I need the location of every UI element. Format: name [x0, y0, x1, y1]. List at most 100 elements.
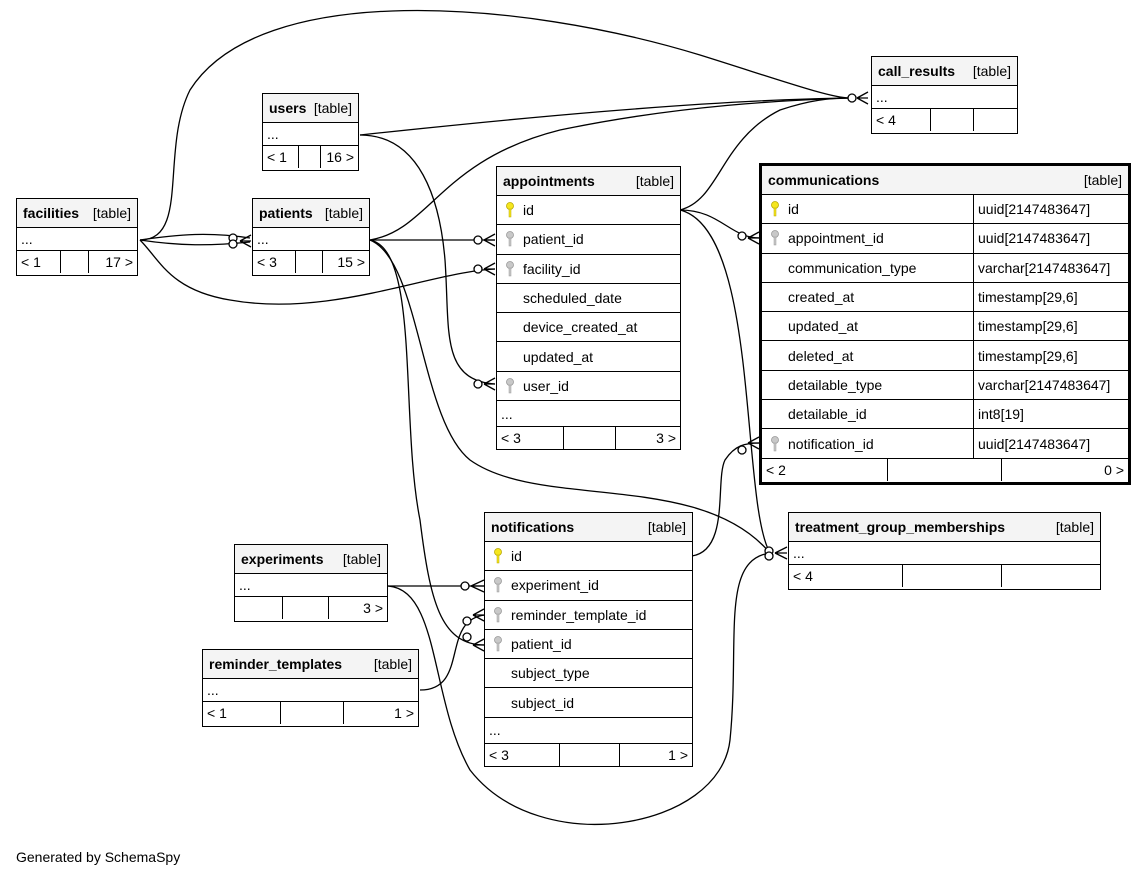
table-type: [table] — [1083, 172, 1122, 188]
column-row: subject_id — [485, 688, 692, 718]
table-footer: < 4 — [872, 109, 1017, 131]
foreign-key-icon — [768, 230, 782, 246]
ellipsis-row: ... — [789, 542, 1100, 565]
column-row: id — [497, 196, 680, 226]
ellipsis-row: ... — [485, 718, 692, 744]
column-row: subject_type — [485, 659, 692, 689]
edge-end-circle — [737, 231, 747, 241]
edge-end-circle — [462, 616, 472, 626]
table-reminder-templates[interactable]: reminder_templates [table] ... < 1 1 > — [202, 649, 419, 727]
crow-foot — [470, 579, 485, 593]
mid-cell — [887, 458, 1001, 481]
generated-by-footer: Generated by SchemaSpy — [16, 849, 181, 865]
table-footer: < 1 1 > — [203, 702, 418, 724]
column-name: reminder_template_id — [511, 606, 647, 623]
ellipsis-row: ... — [253, 228, 369, 251]
edge-reminder-templates-notifications — [419, 614, 486, 691]
primary-key-icon — [491, 548, 505, 564]
table-name: reminder_templates — [209, 656, 343, 672]
mid-cell — [282, 597, 328, 619]
crow-foot — [774, 546, 788, 560]
table-name: experiments — [241, 551, 324, 567]
column-name: patient_id — [523, 231, 584, 248]
column-type: timestamp[29,6] — [973, 341, 1128, 370]
foreign-key-icon — [503, 231, 517, 247]
edge-end-circle — [473, 235, 483, 245]
table-appointments[interactable]: appointments [table] id patient_id facil… — [496, 166, 681, 450]
ellipsis-row: ... — [203, 679, 418, 702]
table-experiments[interactable]: experiments [table] ... 3 > — [234, 544, 388, 622]
children-count: 3 > — [615, 427, 680, 450]
edge-appointments-call-results — [679, 97, 851, 211]
column-row: reminder_template_id — [485, 601, 692, 630]
children-count: 17 > — [88, 251, 137, 273]
column-row: user_id — [497, 372, 680, 402]
parents-count: < 1 — [207, 705, 227, 721]
table-notifications[interactable]: notifications [table] id experiment_id r… — [484, 512, 693, 767]
table-header: users [table] — [263, 94, 358, 123]
edge-end-circle — [460, 581, 470, 591]
table-name: facilities — [23, 205, 80, 221]
mid-cell — [930, 109, 973, 131]
table-call-results[interactable]: call_results [table] ... < 4 — [871, 56, 1018, 134]
column-row: detailable_id int8[19] — [762, 400, 1128, 430]
edge-facilities-appointments — [139, 239, 496, 305]
table-header: experiments [table] — [235, 545, 387, 574]
column-row: updated_at timestamp[29,6] — [762, 312, 1128, 342]
parents-count: < 4 — [876, 112, 896, 128]
table-type: [table] — [972, 63, 1011, 79]
table-patients[interactable]: patients [table] ... < 3 15 > — [252, 198, 370, 276]
table-users[interactable]: users [table] ... < 1 16 > — [262, 93, 359, 171]
edge-end-circle — [462, 632, 472, 642]
column-row: communication_type varchar[2147483647] — [762, 253, 1128, 283]
table-type: [table] — [1055, 519, 1094, 535]
parents-count: < 3 — [257, 254, 277, 270]
edge-patients-tgm — [369, 239, 771, 554]
mid-cell — [563, 427, 615, 450]
table-type: [table] — [313, 100, 352, 116]
mid-cell — [902, 565, 1001, 587]
foreign-key-icon — [768, 435, 782, 452]
ellipsis-row: ... — [497, 401, 680, 428]
table-facilities[interactable]: facilities [table] ... < 1 17 > — [16, 198, 138, 276]
table-name: appointments — [503, 173, 595, 189]
crow-foot — [239, 234, 252, 248]
foreign-key-icon — [503, 260, 517, 277]
table-footer: < 3 1 > — [485, 743, 692, 766]
column-row: device_created_at — [497, 313, 680, 343]
children-count — [973, 109, 1017, 131]
column-row: notification_id uuid[2147483647] — [762, 429, 1128, 459]
column-name: deleted_at — [788, 347, 854, 364]
column-type: varchar[2147483647] — [973, 370, 1128, 400]
column-name: detailable_id — [788, 406, 867, 423]
primary-key-icon — [768, 201, 782, 217]
column-type: varchar[2147483647] — [973, 253, 1128, 282]
column-name: updated_at — [788, 318, 859, 335]
column-row: appointment_id uuid[2147483647] — [762, 224, 1128, 254]
ellipsis-row: ... — [235, 574, 387, 597]
table-type: [table] — [342, 551, 381, 567]
parents-count: < 3 — [489, 746, 509, 763]
table-header: call_results [table] — [872, 57, 1017, 86]
column-name: appointment_id — [788, 230, 884, 247]
column-name: updated_at — [523, 348, 594, 365]
crow-foot — [472, 638, 485, 652]
table-header: appointments [table] — [497, 167, 680, 196]
column-row: patient_id — [485, 630, 692, 660]
mid-cell — [298, 146, 320, 168]
table-treatment-group-memberships[interactable]: treatment_group_memberships [table] ... … — [788, 512, 1101, 590]
table-communications[interactable]: communications [table] id uuid[214748364… — [759, 163, 1131, 485]
column-name: id — [523, 202, 534, 219]
mid-cell — [559, 743, 619, 766]
edge-end-circle — [764, 551, 774, 561]
table-name: communications — [768, 172, 880, 188]
column-row: detailable_type varchar[2147483647] — [762, 370, 1128, 401]
table-type: [table] — [635, 173, 674, 189]
table-header: treatment_group_memberships [table] — [789, 513, 1100, 542]
column-name: scheduled_date — [523, 290, 622, 307]
column-name: patient_id — [511, 636, 572, 653]
edge-patients-call-results — [369, 97, 851, 241]
parents-count — [235, 597, 282, 619]
column-type: uuid[2147483647] — [973, 195, 1128, 224]
